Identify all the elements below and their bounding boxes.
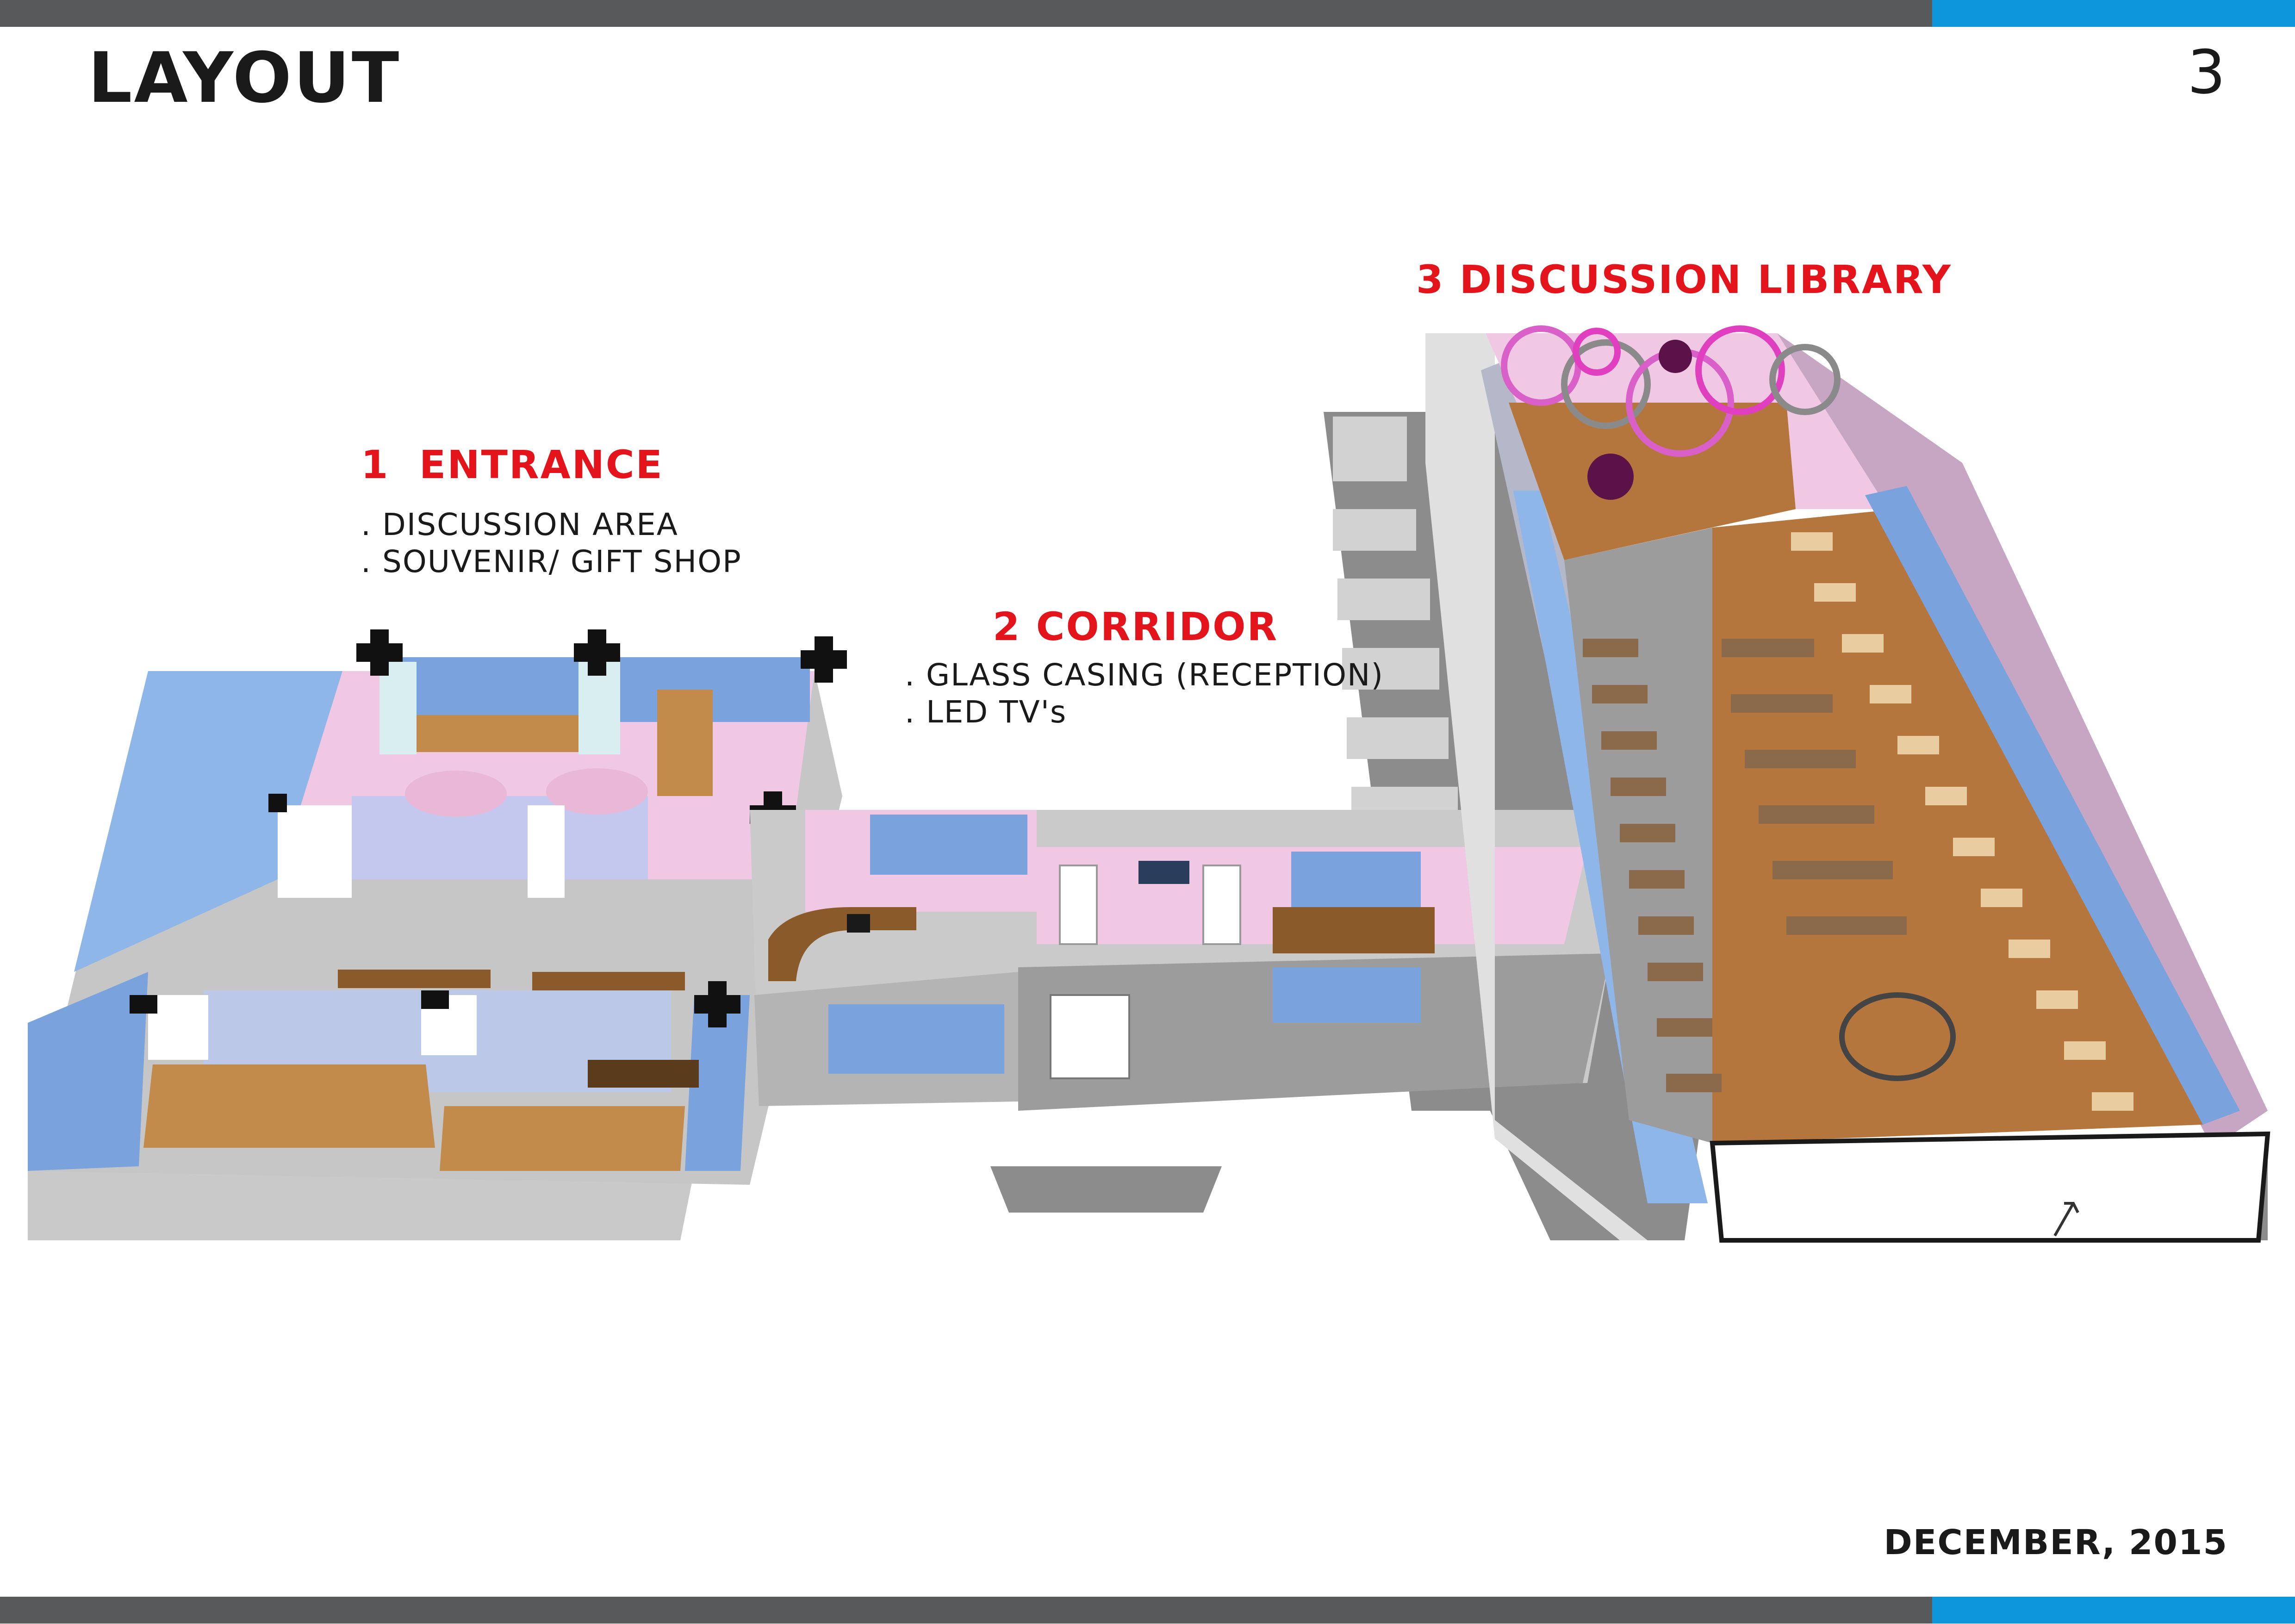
top-bar-dark [0, 0, 1932, 27]
bottom-bar-dark [0, 1597, 1932, 1624]
library-heading: 3 DISCUSSION LIBRARY [1416, 257, 1952, 302]
corridor-heading: 2 CORRIDOR [993, 604, 1279, 649]
bottom-bar [0, 1597, 2295, 1624]
north-arrow-icon [2053, 1202, 2079, 1237]
corridor-item-glass-casing: . GLASS CASING (RECEPTION) [905, 657, 1384, 693]
shadow-stripes [1333, 417, 1458, 828]
library-block [1425, 325, 2270, 1243]
page-number: 3 [2187, 37, 2226, 107]
corridor-block [750, 810, 1611, 1111]
date-label: DECEMBER, 2015 [1884, 1523, 2228, 1562]
bottom-bar-accent [1932, 1597, 2295, 1624]
entrance-item-gift-shop: . SOUVENIR/ GIFT SHOP [361, 544, 742, 579]
entrance-heading: 1 ENTRANCE [361, 442, 664, 487]
corridor-item-led-tvs: . LED TV's [905, 694, 1067, 730]
top-bar-accent [1932, 0, 2295, 27]
top-bar [0, 0, 2295, 27]
entrance-block [28, 629, 847, 1240]
entrance-item-discussion-area: . DISCUSSION AREA [361, 507, 678, 542]
page-title: LAYOUT [88, 38, 401, 118]
